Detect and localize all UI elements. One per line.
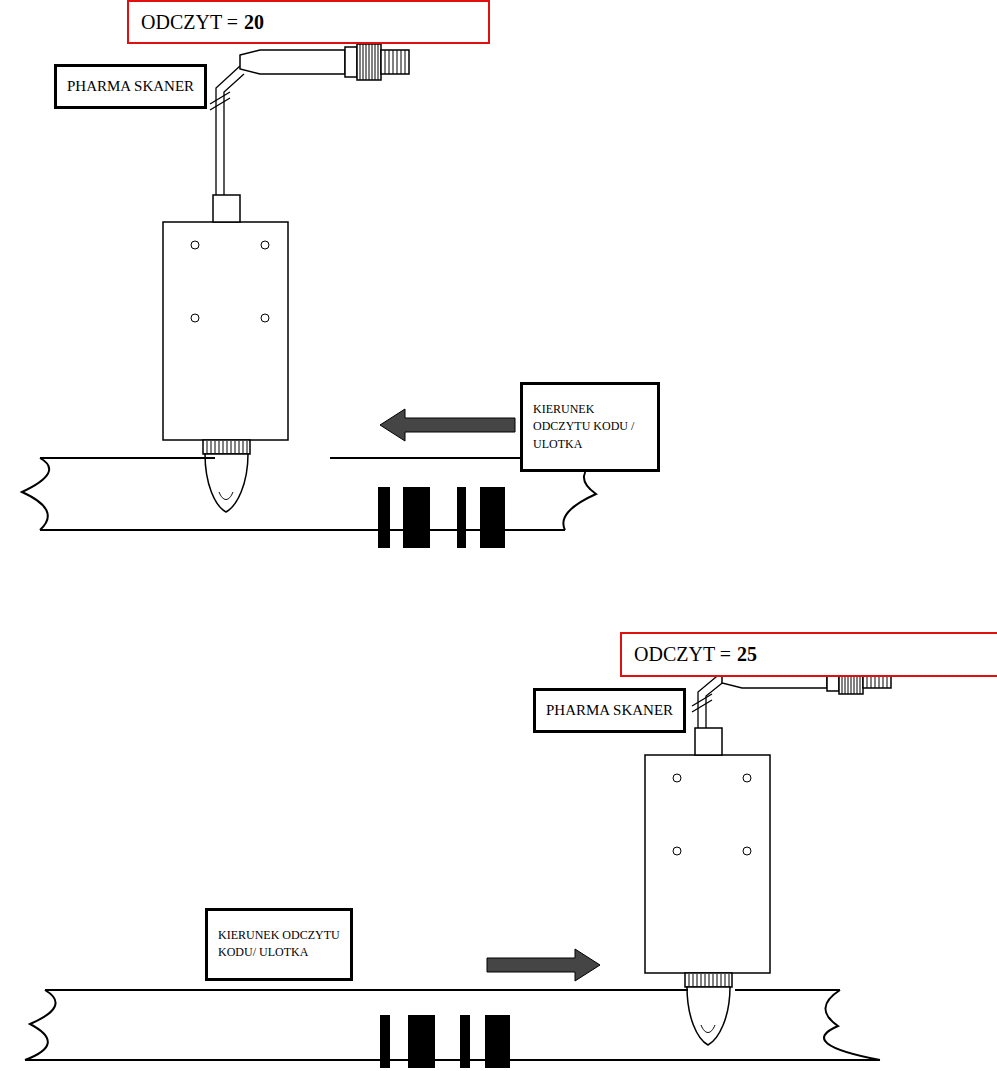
box-text: PHARMA SKANER — [67, 77, 194, 96]
reading-label: ODCZYT = — [634, 643, 731, 665]
scanner-label: PHARMA SKANER — [54, 64, 207, 109]
scanner-label: PHARMA SKANER — [533, 688, 686, 733]
reading-label: ODCZYT = — [141, 11, 238, 33]
box-text: KIERUNEK ODCZYTU KODU/ ULOTKA — [218, 927, 340, 962]
reading-value: 20 — [244, 11, 264, 33]
reading-box: ODCZYT = 20 — [127, 0, 490, 44]
direction-label: KIERUNEK ODCZYTU KODU/ ULOTKA — [205, 908, 353, 981]
box-text: KIERUNEK ODCZYTU KODU / ULOTKA — [533, 401, 647, 453]
reading-value: 25 — [737, 643, 757, 665]
box-text: PHARMA SKANER — [546, 701, 673, 720]
reading-box: ODCZYT = 25 — [620, 632, 997, 677]
direction-label: KIERUNEK ODCZYTU KODU / ULOTKA — [520, 382, 660, 472]
